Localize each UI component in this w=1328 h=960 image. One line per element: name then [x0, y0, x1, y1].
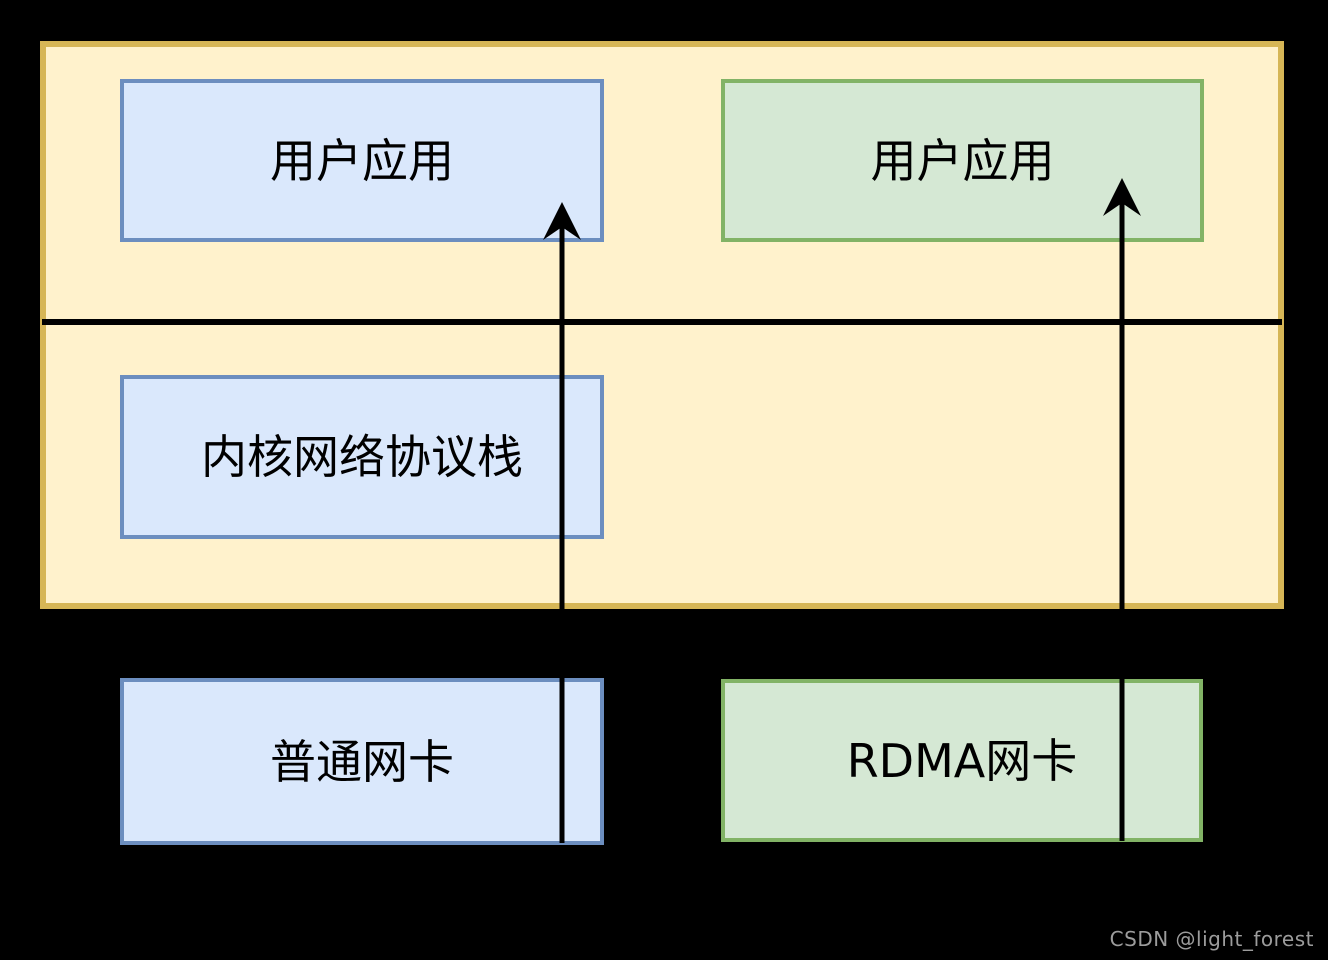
rdma-nic-box: RDMA网卡 — [721, 679, 1203, 842]
normal-nic-box: 普通网卡 — [120, 678, 604, 845]
kernel-network-stack-label: 内核网络协议栈 — [201, 430, 523, 484]
rdma-nic-label: RDMA网卡 — [846, 733, 1078, 788]
user-app-right-box: 用户应用 — [721, 79, 1204, 242]
kernel-network-stack-box: 内核网络协议栈 — [120, 375, 604, 539]
user-kernel-divider-line — [42, 319, 1282, 325]
user-app-left-label: 用户应用 — [270, 133, 454, 188]
normal-nic-label: 普通网卡 — [270, 734, 454, 789]
user-app-right-label: 用户应用 — [870, 133, 1055, 188]
watermark-text: CSDN @light_forest — [1109, 927, 1314, 951]
user-app-left-box: 用户应用 — [120, 79, 604, 242]
